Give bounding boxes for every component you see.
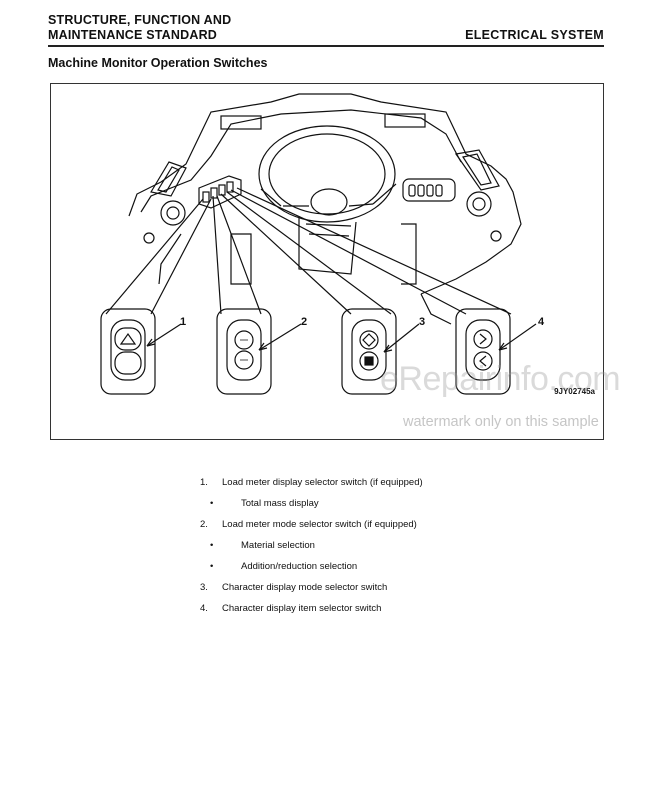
switch-2-panel bbox=[216, 308, 272, 395]
page-title: Machine Monitor Operation Switches bbox=[48, 56, 268, 70]
list-bullet: • bbox=[210, 561, 214, 572]
list-text: Character display mode selector switch bbox=[222, 582, 388, 593]
dashboard-outline bbox=[128, 93, 522, 295]
switch-description-list: 1. Load meter display selector switch (i… bbox=[200, 472, 423, 619]
list-bullet: • bbox=[210, 498, 214, 509]
list-text: Material selection bbox=[241, 540, 315, 551]
list-bullet: • bbox=[210, 540, 214, 551]
watermark-site: eRepairinfo.com bbox=[380, 360, 621, 398]
left-panel bbox=[150, 161, 187, 197]
list-item: 1. Load meter display selector switch (i… bbox=[200, 472, 423, 493]
figure-machine-monitor: 1 2 3 4 9JY02745a bbox=[50, 83, 604, 440]
list-item: • Total mass display bbox=[200, 493, 423, 514]
header-section: ELECTRICAL SYSTEM bbox=[465, 28, 604, 42]
leader-line-1 bbox=[105, 198, 212, 315]
list-item: 4. Character display item selector switc… bbox=[200, 598, 423, 619]
header-title-line1: STRUCTURE, FUNCTION AND bbox=[48, 13, 232, 27]
left-round-vent bbox=[160, 200, 186, 226]
header-title: STRUCTURE, FUNCTION AND MAINTENANCE STAN… bbox=[48, 13, 231, 43]
callout-arrow-1 bbox=[146, 323, 182, 347]
list-item: • Addition/reduction selection bbox=[200, 556, 423, 577]
list-text: Total mass display bbox=[241, 498, 319, 509]
callout-3: 3 bbox=[419, 316, 425, 328]
leader-line-2 bbox=[212, 195, 262, 315]
callout-arrow-3 bbox=[383, 323, 420, 353]
header-divider bbox=[48, 45, 604, 47]
list-marker: 2. bbox=[200, 519, 208, 530]
switch-1-panel bbox=[100, 308, 156, 395]
callout-4: 4 bbox=[538, 316, 545, 328]
list-text: Character display item selector switch bbox=[222, 603, 382, 614]
list-text: Load meter display selector switch (if e… bbox=[222, 477, 423, 488]
figure-id: 9JY02745a bbox=[554, 387, 595, 396]
right-switch-pod bbox=[402, 178, 456, 202]
top-left-vent bbox=[220, 115, 262, 130]
leader-line-3 bbox=[220, 191, 392, 315]
dashboard-illustration: 1 2 3 4 bbox=[100, 93, 545, 395]
watermark-note: watermark only on this sample bbox=[403, 414, 599, 430]
list-marker: 1. bbox=[200, 477, 208, 488]
leader-line-4 bbox=[230, 187, 512, 315]
callout-arrow-4 bbox=[498, 323, 537, 351]
list-item: • Material selection bbox=[200, 535, 423, 556]
list-text: Load meter mode selector switch (if equi… bbox=[222, 519, 417, 530]
header-title-line2: MAINTENANCE STANDARD bbox=[48, 28, 218, 42]
right-panel bbox=[454, 149, 500, 191]
right-round-vent bbox=[466, 191, 492, 217]
steering-column bbox=[298, 216, 357, 275]
list-item: 2. Load meter mode selector switch (if e… bbox=[200, 514, 423, 535]
list-item: 3. Character display mode selector switc… bbox=[200, 577, 423, 598]
list-marker: 4. bbox=[200, 603, 208, 614]
list-marker: 3. bbox=[200, 582, 208, 593]
callout-arrow-2 bbox=[258, 323, 302, 351]
top-right-vent bbox=[384, 113, 426, 128]
list-text: Addition/reduction selection bbox=[241, 561, 358, 572]
callout-1: 1 bbox=[180, 316, 186, 328]
switch-4-panel bbox=[455, 308, 511, 395]
callout-2: 2 bbox=[301, 316, 307, 328]
steering-wheel bbox=[258, 125, 396, 223]
